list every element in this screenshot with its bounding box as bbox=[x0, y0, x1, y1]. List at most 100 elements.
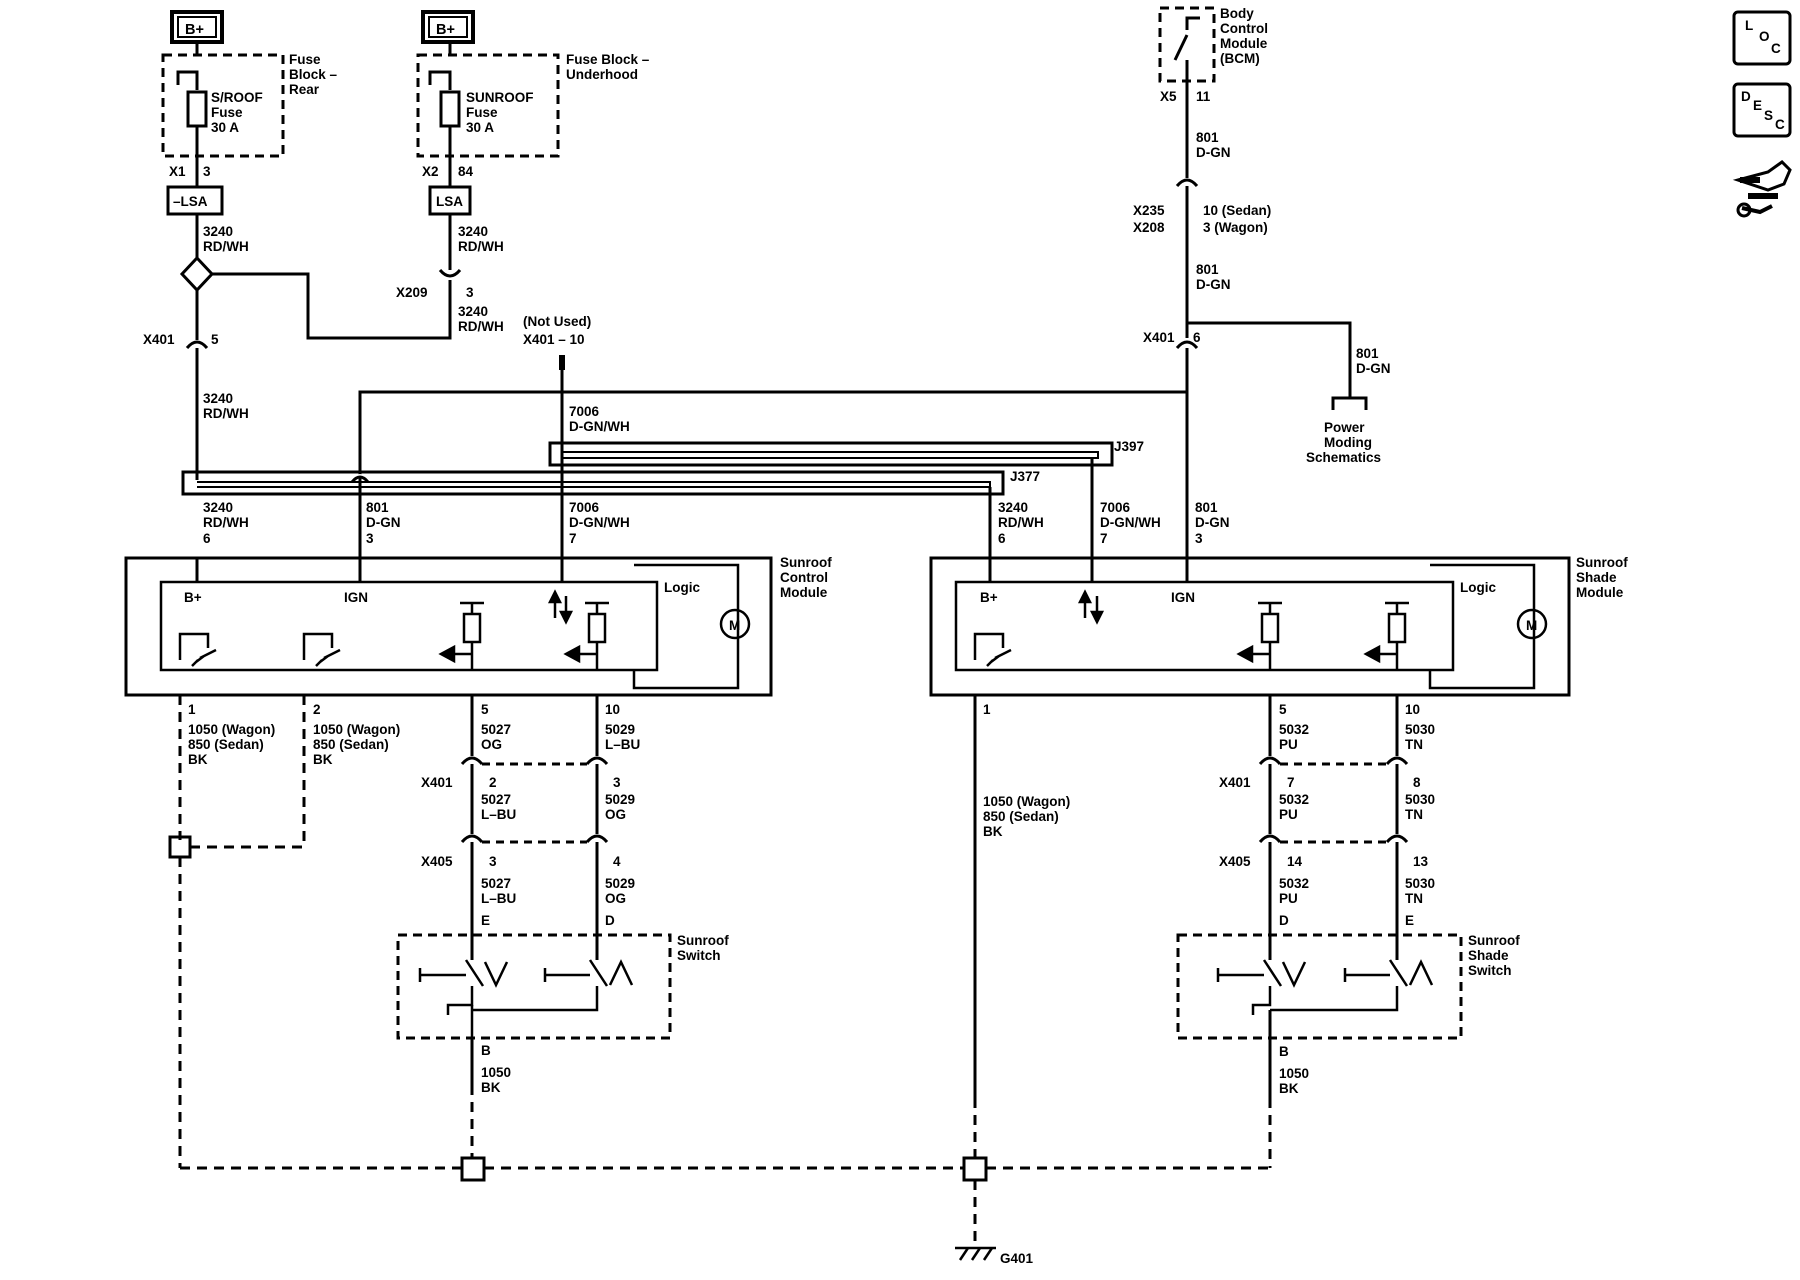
sroof-fuse-line2: Fuse bbox=[211, 105, 243, 120]
scm-pin3-color: D-GN bbox=[366, 515, 401, 530]
circ-3240-a-num: 3240 bbox=[203, 224, 233, 239]
ssm-x405-label: X405 bbox=[1219, 854, 1251, 869]
scm-logic: Logic bbox=[664, 580, 700, 595]
location-view-button[interactable]: L O C bbox=[1732, 10, 1792, 66]
scm-motor-label: M bbox=[729, 618, 740, 633]
shade-switch-line2: Shade bbox=[1468, 948, 1509, 963]
sunroof-shade-switch-outline bbox=[1176, 933, 1463, 1040]
ssm-b-pin1-l2: 850 (Sedan) bbox=[983, 809, 1059, 824]
scm-x405-pin3-l2: L–BU bbox=[481, 891, 516, 906]
scm-x405-pin3-l3: E bbox=[481, 913, 490, 928]
bcm-line4: (BCM) bbox=[1220, 51, 1260, 66]
scm-switch-out-pin: B bbox=[481, 1043, 491, 1058]
circ-7006-num: 7006 bbox=[569, 404, 600, 419]
scm-b-pin1-l1: 1050 (Wagon) bbox=[188, 722, 275, 737]
ssm-b-pin10-l1: 5030 bbox=[1405, 722, 1435, 737]
power-moding-line1: Power bbox=[1324, 420, 1365, 435]
ssm-pin6-circ: 3240 bbox=[998, 500, 1028, 515]
description-view-button[interactable]: D E S C bbox=[1732, 82, 1792, 138]
circ-3240-b-num: 3240 bbox=[458, 224, 488, 239]
bcm-line3: Module bbox=[1220, 36, 1268, 51]
loc-letter-o: O bbox=[1759, 29, 1770, 44]
scm-b-pin5-l2: OG bbox=[481, 737, 502, 752]
lsa-rear-box bbox=[166, 185, 224, 216]
scm-title-line2: Control bbox=[780, 570, 828, 585]
ssm-b-pin1-l3: BK bbox=[983, 824, 1003, 839]
sunroof-switch-outline bbox=[396, 933, 672, 1040]
power-moding-line2: Moding bbox=[1324, 435, 1372, 450]
x2-pin: 84 bbox=[458, 164, 474, 179]
scm-switch-ground-splice bbox=[460, 1156, 486, 1182]
ssm-x401-pin8: 8 bbox=[1413, 775, 1421, 790]
scm-pin6-circ: 3240 bbox=[203, 500, 233, 515]
x235-pin: 10 (Sedan) bbox=[1203, 203, 1271, 218]
ssm-x401-pin8-l2: TN bbox=[1405, 807, 1423, 822]
ssm-switch-out-color: BK bbox=[1279, 1081, 1299, 1096]
ssm-x401-pin7: 7 bbox=[1287, 775, 1295, 790]
splice-j377 bbox=[181, 470, 1005, 496]
sunroof-fuse-symbol bbox=[439, 90, 461, 128]
lsa-underhood-label: LSA bbox=[436, 194, 463, 209]
scm-b-pin1-l2: 850 (Sedan) bbox=[188, 737, 264, 752]
ssm-b-pin5-l1: 5032 bbox=[1279, 722, 1309, 737]
sunroof-switch-line1: Sunroof bbox=[677, 933, 729, 948]
ssm-switch-out-pin: B bbox=[1279, 1044, 1289, 1059]
loc-letter-l: L bbox=[1745, 18, 1753, 33]
ssm-b-pin5-l2: PU bbox=[1279, 737, 1298, 752]
scm-x401-pin2-l2: L–BU bbox=[481, 807, 516, 822]
g401-ground-symbol bbox=[955, 1246, 996, 1261]
repair-tools-icon[interactable] bbox=[1732, 160, 1792, 218]
not-used-label: (Not Used) bbox=[523, 314, 591, 329]
sunroof-shade-module-box bbox=[929, 556, 1571, 697]
scm-x405-pin4-l2: OG bbox=[605, 891, 626, 906]
circ-3240-d-num: 3240 bbox=[203, 391, 233, 406]
x401-right-pin: 6 bbox=[1193, 330, 1201, 345]
ssm-x405-pin14-l3: D bbox=[1279, 913, 1289, 928]
scm-switch-out-circ: 1050 bbox=[481, 1065, 511, 1080]
ssm-x405-pin14-l2: PU bbox=[1279, 891, 1298, 906]
j377-label: J377 bbox=[1010, 469, 1040, 484]
sunroof-control-module-box bbox=[124, 556, 773, 697]
scm-title-line1: Sunroof bbox=[780, 555, 832, 570]
main-ground-splice bbox=[962, 1156, 988, 1182]
scm-pin7-color: D-GN/WH bbox=[569, 515, 630, 530]
bcm-line1: Body bbox=[1220, 6, 1254, 21]
x209-pin: 3 bbox=[466, 285, 474, 300]
desc-letter-e: E bbox=[1753, 98, 1762, 113]
scm-pin6-color: RD/WH bbox=[203, 515, 249, 530]
sunroof-switch-line2: Switch bbox=[677, 948, 721, 963]
ssm-switch-out-circ: 1050 bbox=[1279, 1066, 1309, 1081]
ssm-pin3: 3 bbox=[1195, 531, 1203, 546]
shade-switch-line3: Switch bbox=[1468, 963, 1512, 978]
circ-3240-a-color: RD/WH bbox=[203, 239, 249, 254]
scm-pin3-circ: 801 bbox=[366, 500, 389, 515]
ssm-pin6-color: RD/WH bbox=[998, 515, 1044, 530]
desc-letter-s: S bbox=[1764, 108, 1773, 123]
sunroof-fuse-line2: Fuse bbox=[466, 105, 498, 120]
x401-10-label: X401 – 10 bbox=[523, 332, 585, 347]
ssm-x401-pin8-l1: 5030 bbox=[1405, 792, 1435, 807]
scm-x405-pin3: 3 bbox=[489, 854, 497, 869]
scm-pin7-circ: 7006 bbox=[569, 500, 600, 515]
x401-left-pin: 5 bbox=[211, 332, 219, 347]
ssm-b-pin1: 1 bbox=[983, 702, 991, 717]
bcm-circ2-num: 801 bbox=[1196, 262, 1219, 277]
scm-bplus: B+ bbox=[184, 590, 202, 605]
scm-x405-pin4-l3: D bbox=[605, 913, 615, 928]
scm-b-pin2-l1: 1050 (Wagon) bbox=[313, 722, 400, 737]
ssm-x401-pin7-l1: 5032 bbox=[1279, 792, 1309, 807]
scm-b-pin2-l3: BK bbox=[313, 752, 333, 767]
circ-3240-c-num: 3240 bbox=[458, 304, 488, 319]
x401-left-label: X401 bbox=[143, 332, 175, 347]
scm-b-pin5: 5 bbox=[481, 702, 489, 717]
circ-3240-d-color: RD/WH bbox=[203, 406, 249, 421]
bcm-circ1-color: D-GN bbox=[1196, 145, 1231, 160]
ssm-motor-symbol bbox=[1516, 608, 1548, 640]
j397-label: J397 bbox=[1114, 439, 1144, 454]
ssm-pin7-color: D-GN/WH bbox=[1100, 515, 1161, 530]
scm-ign: IGN bbox=[344, 590, 368, 605]
bcm-circ2-color: D-GN bbox=[1196, 277, 1231, 292]
pm-branch-num: 801 bbox=[1356, 346, 1379, 361]
fuse-block-rear-line1: Fuse bbox=[289, 52, 321, 67]
